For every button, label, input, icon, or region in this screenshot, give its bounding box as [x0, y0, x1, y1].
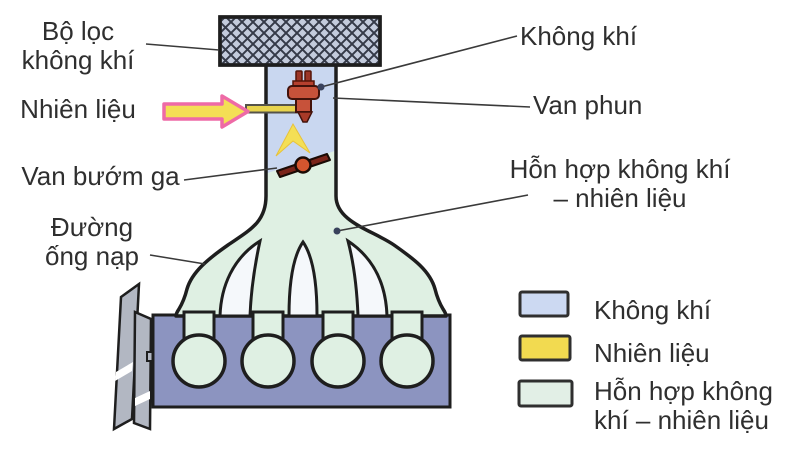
fan-hub-plate: [132, 310, 153, 431]
leader-lines: [145, 35, 531, 265]
legend-swatch-fuel: [518, 334, 572, 362]
manifold-outline: [174, 62, 448, 318]
fan-hub-gap: [135, 391, 150, 406]
cooling-fan: [112, 281, 161, 432]
leader-dot-air: [317, 83, 325, 91]
cylinder-ports: [171, 310, 435, 389]
fuel-spray: [275, 122, 311, 157]
leader-air: [320, 35, 518, 88]
leader-mixture: [336, 194, 529, 232]
fuel-injector: [287, 70, 320, 123]
legend-swatch-mixture: [517, 379, 574, 408]
label-injector-valve: Van phun: [533, 90, 643, 120]
fan-blade-gap: [115, 362, 133, 381]
legend-label-fuel: Nhiên liệu: [594, 338, 710, 368]
legend-swatch-air: [518, 290, 570, 318]
leader-injector: [332, 97, 531, 108]
injector-nozzle: [296, 111, 314, 123]
label-throttle: Van bướm ga: [21, 161, 180, 191]
cylinder: [310, 333, 366, 389]
label-air: Không khí: [520, 21, 638, 51]
air-filter-mesh: [218, 15, 382, 67]
injector-body: [287, 85, 320, 100]
throttle-hub: [294, 156, 312, 174]
fuel-pipe: [245, 104, 299, 114]
leader-air-filter: [145, 43, 220, 51]
label-mixture: Hỗn hợp không khí – nhiên liệu: [509, 154, 731, 214]
legend-swatches: [517, 290, 574, 408]
cylinder: [379, 333, 435, 389]
leader-intake: [149, 254, 206, 265]
legend-label-air: Không khí: [594, 295, 712, 325]
injector-barrel: [295, 98, 312, 113]
label-fuel-in: Nhiên liệu: [20, 94, 136, 124]
legend-label-mixture: Hỗn hợp không khí – nhiên liệu: [594, 376, 773, 435]
manifold-arch-center: [287, 239, 319, 318]
label-air-filter: Bộ lọc không khí: [21, 16, 135, 76]
air-filter: [218, 15, 382, 67]
leader-throttle: [183, 167, 278, 181]
fuel-arrow: [162, 94, 250, 129]
throttle-valve: [276, 153, 331, 178]
manifold-arch-left: [218, 237, 263, 318]
label-intake-manifold: Đường ống nạp: [45, 212, 139, 272]
manifold-arch-right: [345, 237, 389, 318]
leader-dot-mixture: [333, 227, 341, 235]
cylinder: [171, 333, 227, 389]
cylinder: [240, 333, 296, 389]
